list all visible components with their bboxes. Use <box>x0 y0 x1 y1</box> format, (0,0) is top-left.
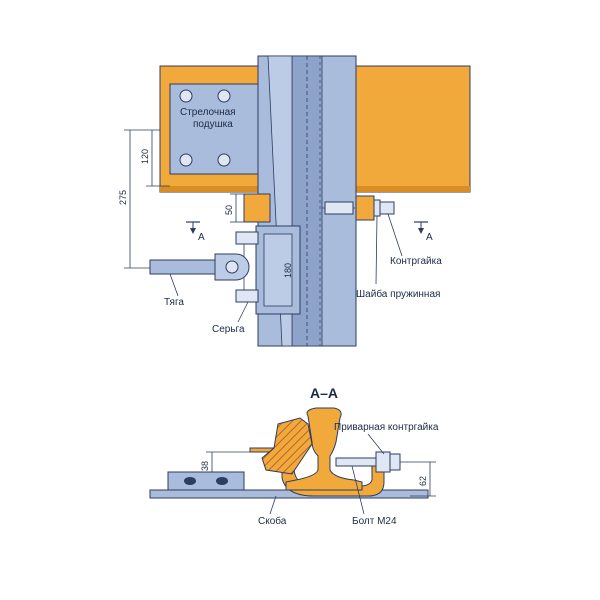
rod <box>149 259 225 275</box>
lock-nut <box>379 201 395 215</box>
earring-bolt-top <box>235 231 259 245</box>
base-plate <box>149 489 429 499</box>
leader-earring <box>237 301 249 323</box>
cut-label-left: А <box>198 232 205 243</box>
leader-welded-nut <box>367 433 385 455</box>
dim-180-text: 180 <box>283 263 293 278</box>
pad-bolt <box>179 89 193 103</box>
cut-marker-right: А <box>414 221 433 243</box>
spacer-block <box>243 193 271 223</box>
label-welded-nut: Приварная контргайка <box>334 422 439 433</box>
earring-bolts <box>235 231 259 303</box>
dim-120: 120 <box>140 130 170 187</box>
label-washer: Шайба пружинная <box>356 288 440 300</box>
leader-rod <box>169 273 179 297</box>
earring-inner <box>263 233 293 307</box>
label-rod: Тяга <box>164 297 184 308</box>
pad-bolt <box>217 89 231 103</box>
nut-section <box>389 453 401 471</box>
dim-50-text: 50 <box>224 205 234 215</box>
dim-120-text: 120 <box>140 149 150 164</box>
pad-label-line1: Стрелочная <box>180 107 236 118</box>
stock-rail-section <box>285 407 363 491</box>
label-bracket: Скоба <box>258 515 287 527</box>
leader-bracket <box>269 495 277 515</box>
leader-washer <box>375 215 378 285</box>
rod-pin <box>225 260 239 274</box>
bolt-shank <box>324 201 354 215</box>
pad-bolt <box>179 153 193 167</box>
washer <box>373 199 381 217</box>
pad-bolt-section <box>184 477 196 485</box>
dim-38-text: 38 <box>200 461 210 471</box>
cut-marker-left: А <box>186 221 205 243</box>
nut <box>355 195 375 221</box>
leader-bolt <box>351 465 365 515</box>
dim-50: 50 <box>224 193 244 223</box>
earring-bolt-bottom <box>235 289 259 303</box>
dim-38: 38 <box>200 451 266 473</box>
pad-bolt <box>217 153 231 167</box>
cut-label-right: А <box>426 232 433 243</box>
pad-label-line2: подушка <box>193 119 233 130</box>
plan-view: Стрелочная подушка <box>118 55 471 347</box>
dim-62-text: 62 <box>418 476 428 486</box>
pad-plate-section <box>167 471 245 491</box>
pad-bolt-section <box>216 477 228 485</box>
label-bolt: Болт М24 <box>352 516 397 527</box>
point-rail-section <box>261 417 313 475</box>
dim-62: 62 <box>400 461 436 497</box>
pad-bolts <box>179 89 231 167</box>
leader-nut <box>387 213 403 257</box>
label-nut: Контргайка <box>390 256 442 267</box>
dim-275: 275 <box>118 129 160 269</box>
section-view: А–А 38 62 Приварная <box>149 385 439 527</box>
dim-275-text: 275 <box>118 190 128 205</box>
section-title: А–А <box>310 385 338 401</box>
label-earring: Серьга <box>212 324 245 335</box>
welded-nut <box>375 451 391 473</box>
